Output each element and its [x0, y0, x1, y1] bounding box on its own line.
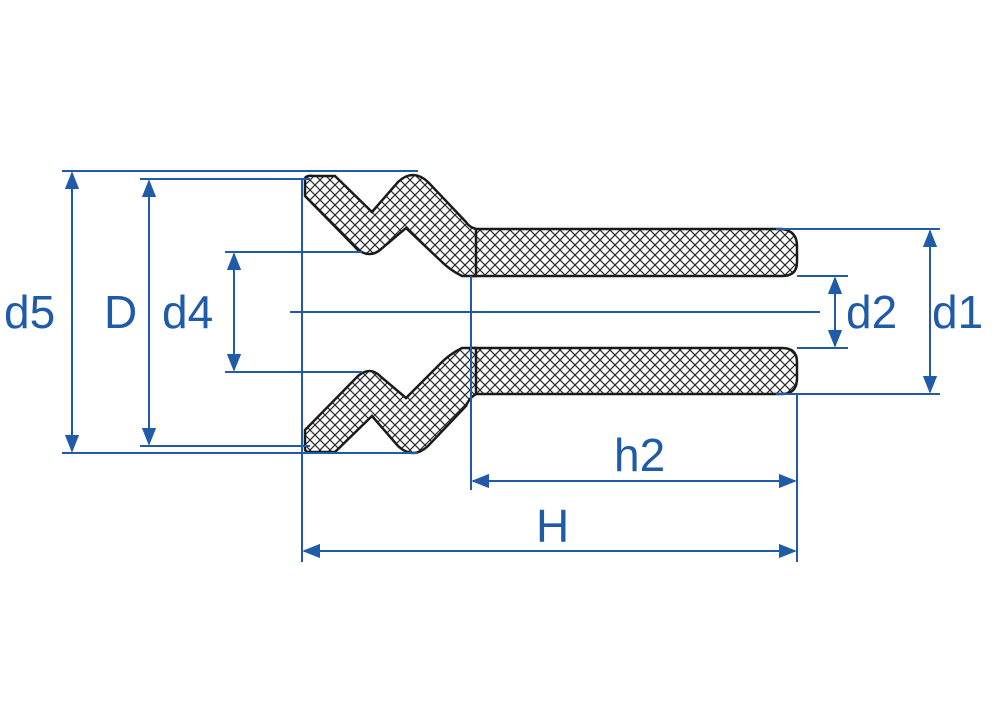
dimension-lines [64, 171, 938, 559]
h2-label: h2 [614, 429, 665, 481]
lower-stem-wall [470, 346, 799, 396]
lower-bellows-lip [303, 346, 478, 455]
part-section [303, 173, 799, 455]
d2-label: d2 [846, 286, 897, 338]
dimension-labels: d5 D d4 d2 d1 h2 H [4, 286, 983, 552]
extension-lines [62, 170, 940, 562]
H-label: H [536, 500, 569, 552]
d4-label: d4 [162, 286, 213, 338]
d5-label: d5 [4, 286, 55, 338]
upper-stem-wall [470, 227, 799, 278]
upper-bellows-lip [303, 173, 478, 278]
d1-label: d1 [932, 286, 983, 338]
D-label: D [104, 286, 137, 338]
